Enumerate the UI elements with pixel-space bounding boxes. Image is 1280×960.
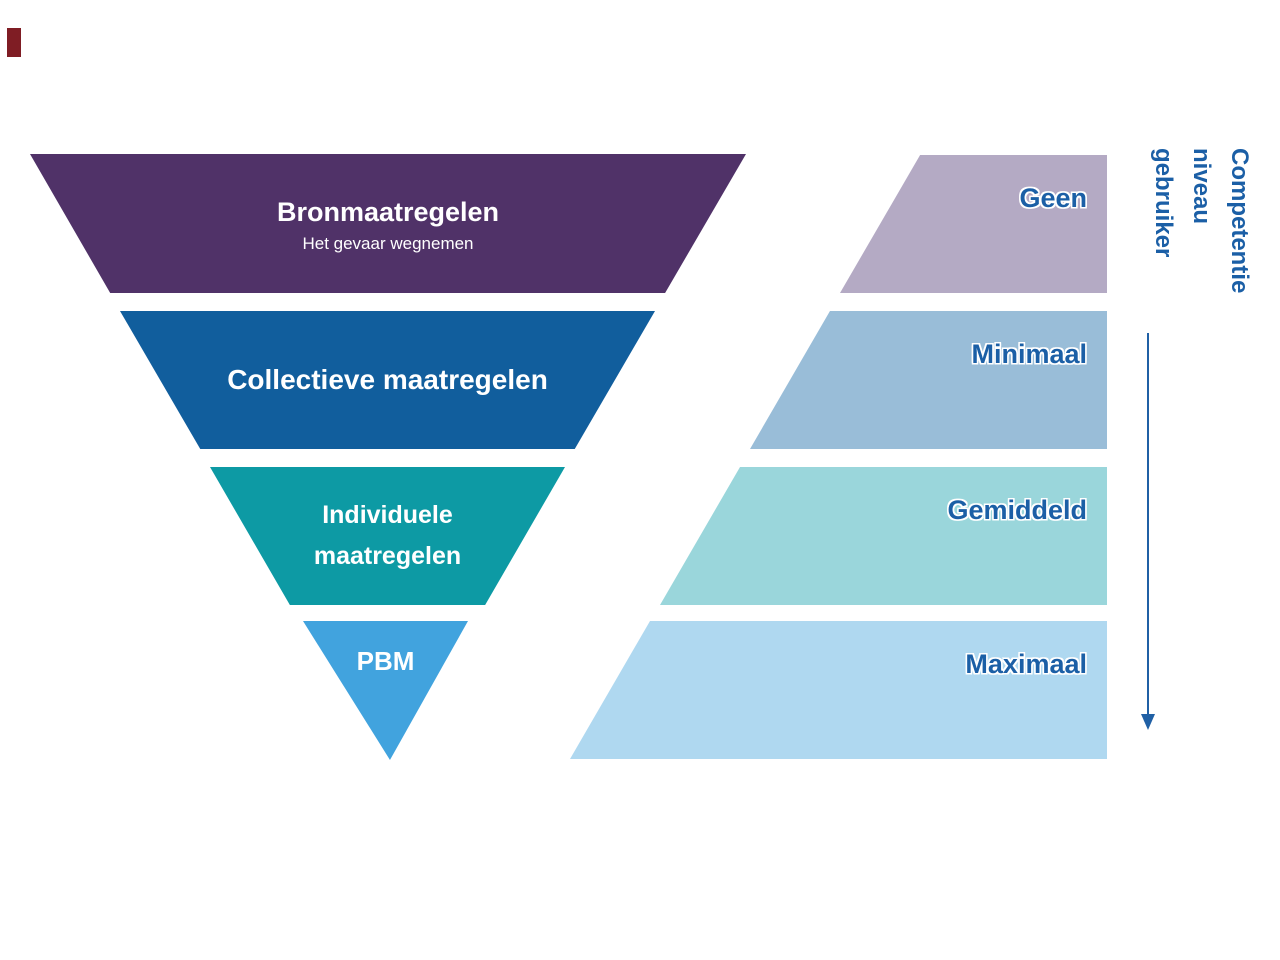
- pyramid-level-collectieve-maatregelen: Collectieve maatregelen: [120, 311, 655, 449]
- competence-block-label: Minimaal: [971, 339, 1087, 369]
- pyramid-level-subtitle: Het gevaar wegnemen: [302, 234, 474, 253]
- pyramid-level-bronmaatregelen: Bronmaatregelen Het gevaar wegnemen: [30, 154, 746, 293]
- competence-block-geen: Geen: [840, 155, 1107, 293]
- pyramid-level-title: Individuele maatregelen: [313, 501, 462, 570]
- axis-label-line: Competentie: [1226, 148, 1253, 294]
- competence-block-gemiddeld: Gemiddeld: [660, 467, 1107, 605]
- accent-square: [7, 28, 21, 57]
- pyramid-level-title: PBM: [356, 646, 415, 676]
- pyramid-level-title: Bronmaatregelen: [276, 197, 500, 227]
- competence-block-label: Maximaal: [965, 649, 1087, 679]
- down-arrow-head-icon: [1141, 714, 1155, 730]
- competence-block-label: Gemiddeld: [947, 495, 1087, 525]
- competence-axis-label: Competentie niveau gebruiker: [1144, 148, 1258, 308]
- axis-label-line: gebruiker: [1150, 148, 1177, 258]
- pyramid-level-title: Collectieve maatregelen: [227, 364, 548, 395]
- axis-label-line: niveau: [1188, 148, 1215, 225]
- pyramid-level-individuele-maatregelen: Individuele maatregelen: [210, 467, 565, 605]
- competence-block-label: Geen: [1019, 183, 1087, 213]
- competence-block-minimaal: Minimaal: [750, 311, 1107, 449]
- competence-block-maximaal: Maximaal: [570, 621, 1107, 759]
- down-arrow-line: [1147, 333, 1149, 716]
- pyramid-level-pbm: PBM: [303, 621, 468, 760]
